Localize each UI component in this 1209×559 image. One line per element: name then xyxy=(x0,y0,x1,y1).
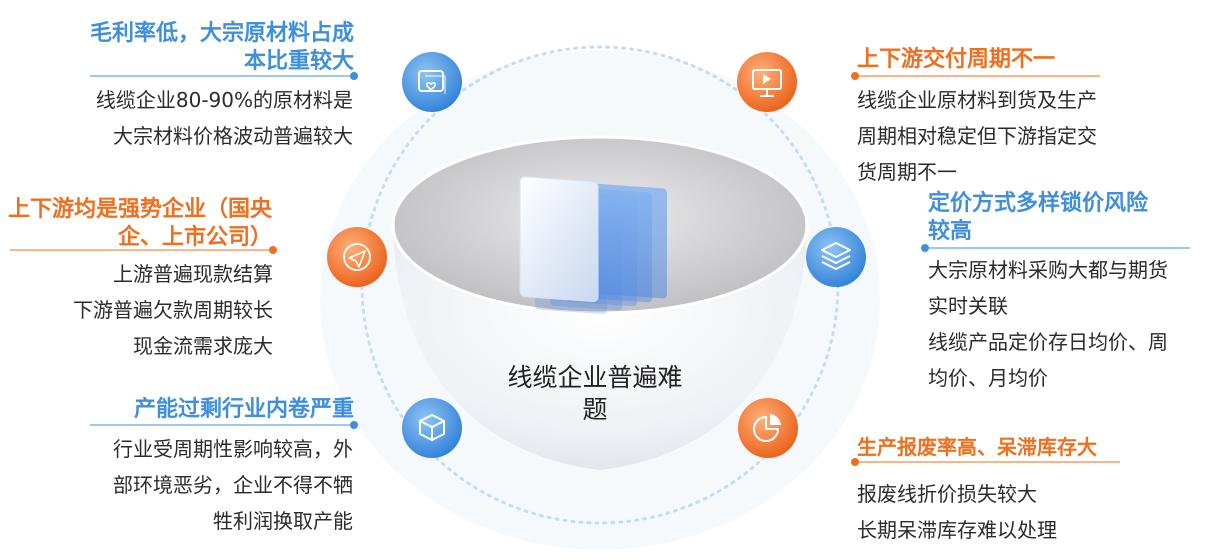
issue-desc-stakeholders: 上游普遍现款结算 下游普遍欠款周期较长 现金流需求庞大 xyxy=(20,256,273,364)
issue-desc-pricing: 大宗原材料采购大都与期货 实时关联 线缆产品定价存日均价、周 均价、月均价 xyxy=(928,252,1203,396)
pie-chart-icon xyxy=(738,398,798,458)
center-title-line: 线缆企业普遍难 xyxy=(507,363,683,392)
desc-line: 长期呆滞库存难以处理 xyxy=(857,518,1057,542)
desc-line: 下游普遍欠款周期较长 xyxy=(73,298,273,322)
issue-title-line: 上下游交付周期不一 xyxy=(857,47,1056,72)
desc-line: 线缆企业原材料到货及生产 xyxy=(857,88,1097,112)
center-title: 线缆企业普遍难 题 xyxy=(475,362,715,426)
heart-image-icon xyxy=(402,52,462,112)
desc-line: 现金流需求庞大 xyxy=(133,334,273,358)
desc-line: 大宗原材料采购大都与期货 xyxy=(928,258,1168,282)
issue-desc-margin: 线缆企业80-90%的原材料是 大宗材料价格波动普遍较大 xyxy=(40,82,353,154)
desc-line: 行业受周期性影响较高，外 xyxy=(113,437,353,461)
issue-title-pricing: 定价方式多样锁价风险 较高 xyxy=(928,190,1198,246)
connector-dot xyxy=(269,246,277,254)
desc-line: 线缆产品定价存日均价、周 xyxy=(928,330,1168,354)
desc-line: 报废线折价损失较大 xyxy=(857,482,1037,506)
stacked-cards-icon xyxy=(519,176,667,315)
desc-line: 实时关联 xyxy=(928,294,1008,318)
desc-line: 大宗材料价格波动普遍较大 xyxy=(113,124,353,148)
connector-dot xyxy=(350,421,358,429)
desc-line: 周期相对稳定但下游指定交 xyxy=(857,124,1097,148)
connector-dot xyxy=(851,72,859,80)
connector-dot xyxy=(921,244,929,252)
desc-line: 货周期不一 xyxy=(857,160,957,184)
center-title-line: 题 xyxy=(582,395,608,424)
issue-title-line: 毛利率低，大宗原材料占成 xyxy=(89,21,354,46)
issue-desc-overcapacity: 行业受周期性影响较高，外 部环境恶劣，企业不得不牺 牲利润换取产能 xyxy=(40,431,353,539)
desc-line: 部环境恶劣，企业不得不牺 xyxy=(113,473,353,497)
connector-dot xyxy=(350,72,358,80)
desc-line: 线缆企业80-90%的原材料是 xyxy=(95,88,353,112)
layers-icon xyxy=(806,227,866,287)
paper-plane-icon xyxy=(327,227,387,287)
issue-title-stakeholders: 上下游均是强势企业（国央 企、上市公司） xyxy=(0,196,272,252)
issue-title-line: 较高 xyxy=(928,219,973,244)
issue-title-line: 产能过剩行业内卷严重 xyxy=(133,397,354,422)
issue-title-line: 企、上市公司） xyxy=(117,225,272,250)
connector-dot xyxy=(851,458,859,466)
issue-title-margin: 毛利率低，大宗原材料占成 本比重较大 xyxy=(60,20,354,76)
issue-title-line: 本比重较大 xyxy=(243,49,354,74)
monitor-play-icon xyxy=(737,52,797,112)
issue-desc-delivery: 线缆企业原材料到货及生产 周期相对稳定但下游指定交 货周期不一 xyxy=(857,82,1157,190)
desc-line: 上游普遍现款结算 xyxy=(113,262,273,286)
issue-title-delivery: 上下游交付周期不一 xyxy=(857,46,1157,74)
issue-desc-scrap: 报废线折价损失较大 长期呆滞库存难以处理 xyxy=(857,476,1157,548)
desc-line: 均价、月均价 xyxy=(928,366,1048,390)
issue-title-overcapacity: 产能过剩行业内卷严重 xyxy=(60,396,354,424)
issue-title-line: 生产报废率高、呆滞库存大 xyxy=(857,435,1097,459)
issue-title-line: 上下游均是强势企业（国央 xyxy=(7,197,272,222)
issue-title-scrap: 生产报废率高、呆滞库存大 xyxy=(857,433,1157,461)
cube-icon xyxy=(402,398,462,458)
issue-title-line: 定价方式多样锁价风险 xyxy=(928,191,1149,216)
desc-line: 牲利润换取产能 xyxy=(213,509,353,533)
